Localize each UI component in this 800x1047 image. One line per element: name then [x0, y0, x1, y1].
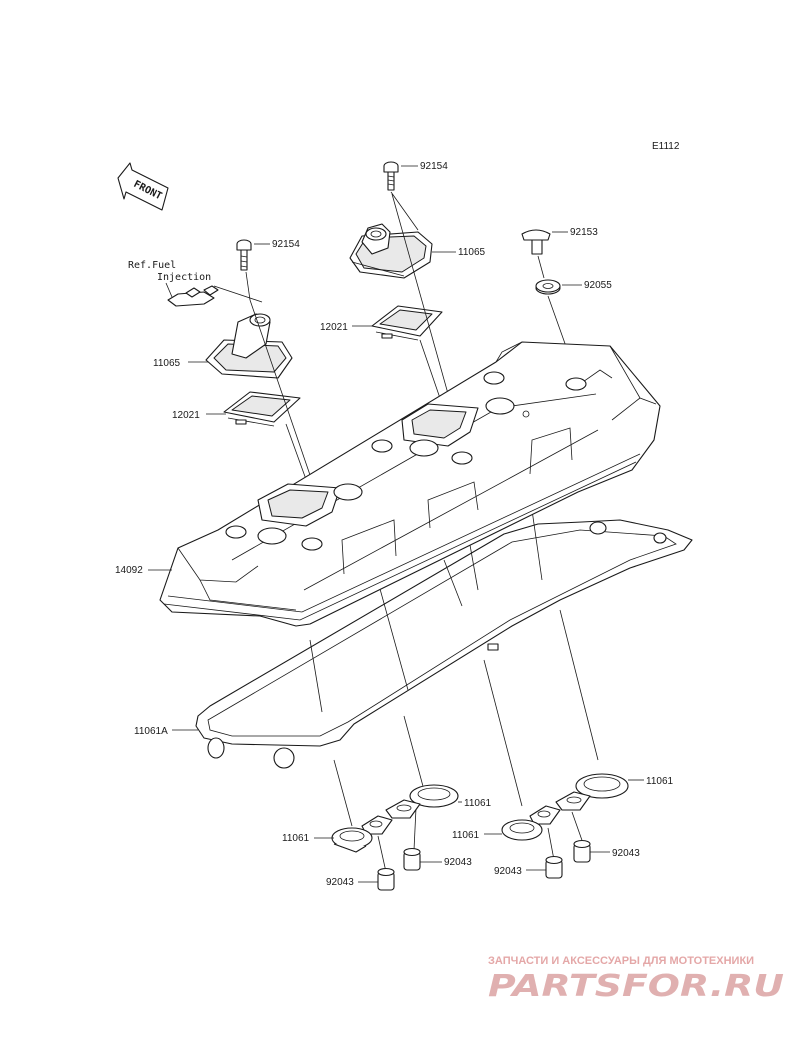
bolt-92154-left: [236, 239, 252, 271]
cap-11065-top: [349, 223, 433, 279]
watermark-caption: ЗАПЧАСТИ И АКСЕССУАРЫ ДЛЯ МОТОТЕХНИКИ: [488, 955, 754, 967]
callout-seal-1: 11061: [464, 798, 492, 809]
front-arrow-icon: FRONT: [117, 162, 169, 211]
callout-bolt-top: 92154: [420, 161, 448, 172]
callout-washer: 92055: [584, 280, 612, 291]
cover-12021-top: [371, 305, 443, 341]
bolt-92154-top: [383, 161, 399, 191]
callout-cap-top: 11065: [458, 247, 486, 258]
callout-pin-4: 92043: [494, 866, 522, 877]
cover-12021-left: [223, 391, 301, 427]
callout-gasket-main: 11061A: [134, 726, 168, 737]
callout-head-cover: 14092: [115, 565, 143, 576]
watermark-brand: PARTSFOR.RU: [488, 969, 784, 1004]
diagram-code: E1112: [652, 141, 680, 152]
plug-seal-group-right: [501, 773, 629, 879]
gasket-11061A: [195, 519, 693, 769]
callout-seal-3: 11061: [646, 776, 674, 787]
callout-bolt-left: 92154: [272, 239, 300, 250]
washer-92055: [535, 279, 561, 295]
callout-seal-2: 11061: [282, 833, 310, 844]
plug-seal-group-left: [331, 784, 459, 891]
callout-pin-2: 92043: [326, 877, 354, 888]
cylinder-head-cover-14092: [159, 341, 661, 627]
fuel-injection-bracket: [165, 282, 263, 307]
callout-cover-left: 12021: [172, 410, 200, 421]
callout-cover-top: 12021: [320, 322, 348, 333]
callout-pin-1: 92043: [444, 857, 472, 868]
ref-note-line1: Ref.Fuel: [128, 260, 176, 271]
callout-seal-4: 11061: [452, 830, 480, 841]
callout-pin-3: 92043: [612, 848, 640, 859]
bolt-92153-right: [521, 229, 551, 255]
callout-cap-left: 11065: [153, 358, 181, 369]
cap-11065-left: [205, 313, 293, 379]
callout-bolt-right: 92153: [570, 227, 598, 238]
ref-note-line2: Injection: [157, 272, 211, 283]
